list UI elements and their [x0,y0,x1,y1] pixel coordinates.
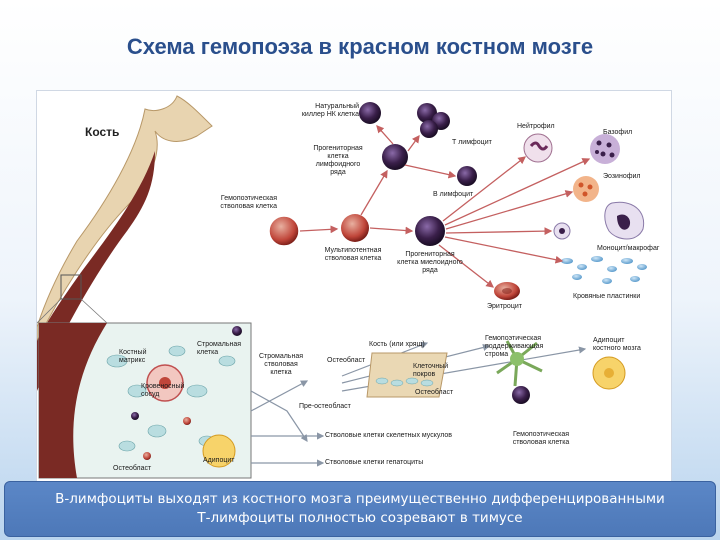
bone-shape [37,95,213,342]
label-platelets: Кровяные пластинки [573,293,641,300]
label-hsc: Гемопоэтическая стволовая клетка [220,195,277,210]
caption-line-1: В-лимфоциты выходят из костного мозга пр… [55,491,665,507]
label-t-lymph: Т лимфоцит [452,139,492,146]
label-b-lymph: В лимфоцит [433,191,474,198]
label-hsc-2: Гемопоэтическая стволовая клетка [512,431,570,446]
label-bone-or-cartilage: Кость (или хрящ) [369,341,425,348]
label-osteoblast-1: Остеобласт [327,357,366,364]
label-skeletal-muscle-stem: Стволовые клетки скелетных мускулов [325,432,452,439]
label-osteoblast-2: Остеобласт [415,389,454,396]
label-stromal-inset: Стромальная клетка [197,341,242,356]
hematopoiesis-diagram: Кость Натуральный киллер НК клетка Проге… [36,90,672,482]
label-neutrophil: Нейтрофил [517,123,555,130]
label-monocyte: Моноцит/макрофаг [597,245,660,252]
diagram-artwork [37,95,647,479]
label-stromal-stem: Стромальная стволовая клетка [258,353,304,376]
neutrophil-cell [523,133,553,163]
label-nk: Натуральный киллер НК клетка [301,103,359,118]
myeloid-progenitor-cell [415,216,445,246]
label-osteoblast-inset: Остеобласт [113,465,152,472]
nk-cell [359,102,381,124]
eosinophil-cell [573,176,599,202]
label-lymph-progenitor: Прогениторная клетка лимфоидного ряда [313,145,363,176]
lymph-progenitor-cell [382,144,408,170]
label-blood-vessel: Кровеносный сосуд [141,383,185,398]
caption-box: В-лимфоциты выходят из костного мозга пр… [4,481,716,537]
label-pre-osteoblast: Пре-остеобласт [299,403,351,410]
label-basophil: Базофил [603,129,633,136]
label-adipocyte-marrow: Адипоцит костного мозга [593,337,641,352]
label-adipocyte-inset: Адипоцит [203,457,235,464]
label-hsc-support-stroma: Гемопоэтическая поддерживающая строма [485,335,544,358]
label-bone-matrix: Костный матрикс [119,349,147,364]
b-lymph-cell [457,166,477,186]
label-myeloid-progenitor: Прогениторная клетка миелоидного ряда [397,251,463,274]
caption-line-2: Т-лимфоциты полностью созревают в тимусе [197,510,523,526]
hsc-cell [268,215,300,247]
marrow-cavity [37,151,155,391]
zoom-box [60,274,82,300]
platelets [561,256,647,284]
multipotent-cell [341,214,369,242]
label-eosinophil: Эозинофил [603,173,641,180]
label-cell-layer: Клеточный покров [413,363,449,378]
label-hepatocyte-stem: Стволовые клетки гепатоциты [325,459,424,466]
stroma-cell [496,340,543,387]
bone-label: Кость [85,125,120,139]
basophil-cell [590,134,620,164]
label-erythrocyte: Эритроцит [487,303,522,310]
slide-title: Схема гемопоэза в красном костном мозге [126,34,594,59]
label-multipotent: Мультипотентная стволовая клетка [324,247,382,262]
